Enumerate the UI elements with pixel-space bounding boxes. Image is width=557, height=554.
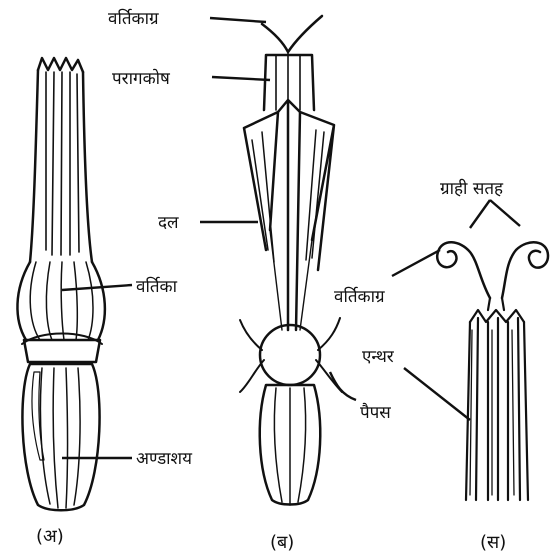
label-anther: एन्थर — [362, 347, 395, 367]
label-grahi-satah: ग्राही सतह — [440, 178, 504, 199]
floret-a-drawing — [17, 58, 104, 510]
label-vartikagra-right: वर्तिकाग्र — [334, 286, 385, 307]
label-vartika: वर्तिका — [136, 276, 178, 297]
label-paragkosh: परागकोष — [112, 68, 171, 89]
floret-c-drawing — [437, 242, 548, 500]
label-andashay: अण्डाशय — [136, 449, 193, 469]
caption-a: (अ) — [36, 526, 64, 547]
label-vartikagra-top: वर्तिकाग्र — [108, 8, 159, 29]
floret-b-drawing — [240, 16, 342, 505]
caption-c: (स) — [480, 532, 506, 553]
label-dal: दल — [158, 213, 179, 233]
caption-b: (ब) — [270, 532, 294, 553]
label-pappus: पैपस — [360, 402, 391, 423]
